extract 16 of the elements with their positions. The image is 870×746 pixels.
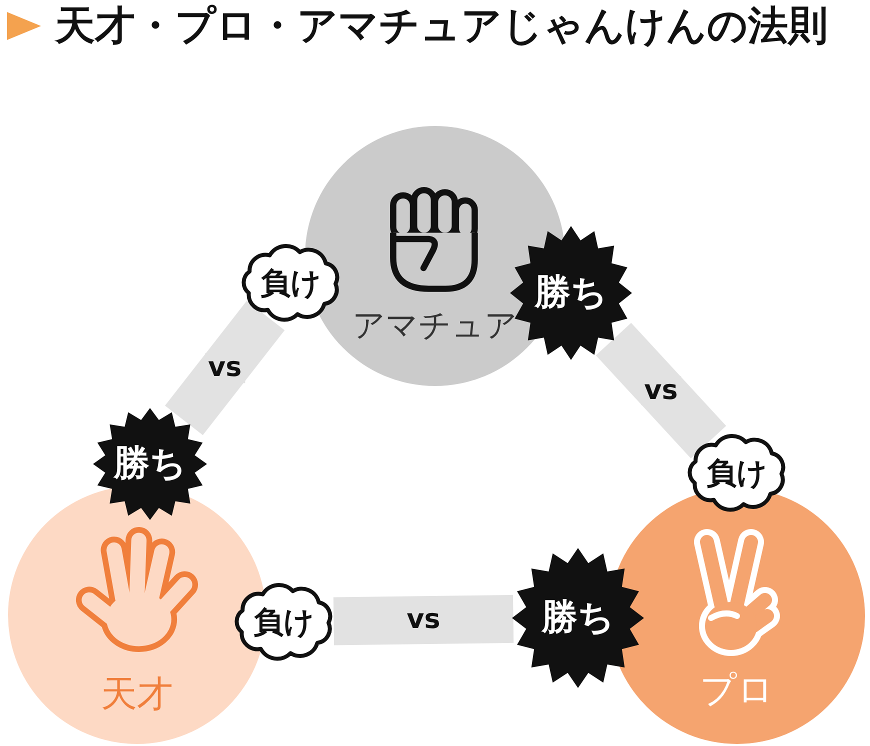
connector-band [333,594,514,646]
badge-label: 負け [254,606,314,638]
badge-label: 勝ち [114,444,186,484]
node-label: アマチュア [352,307,518,344]
edge-label: vs [641,376,681,406]
node-label: プロ [700,670,774,712]
connector-band [164,300,285,436]
badge-label: 勝ち [534,273,608,313]
badge-label: 負け [260,266,322,300]
edge-label: vs [205,353,245,383]
connector-band [596,322,726,458]
badge-label: 負け [706,456,768,490]
title: 天才・プロ・アマチュアじゃんけんの法則 [55,2,828,50]
node-label: 天才 [101,674,173,716]
badge-label: 勝ち [542,598,614,638]
starburst [512,548,644,688]
